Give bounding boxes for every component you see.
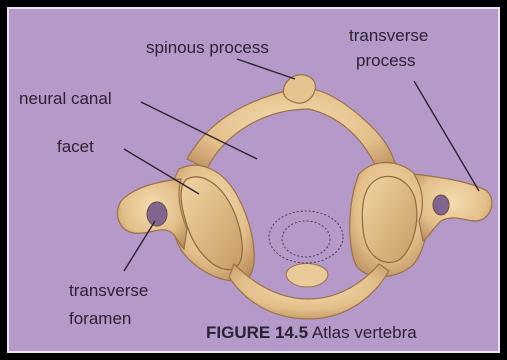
spinous-tubercle xyxy=(283,75,315,103)
right-transverse-foramen xyxy=(433,195,449,215)
anterior-tubercle xyxy=(286,264,328,288)
label-neural-canal: neural canal xyxy=(19,89,112,109)
figure-title: Atlas vertebra xyxy=(312,323,417,342)
label-transverse-foramen-line1: transverse xyxy=(69,281,148,301)
dens-outline-inner xyxy=(282,221,330,257)
label-spinous-process: spinous process xyxy=(146,38,269,58)
right-facet xyxy=(362,176,416,262)
dens-outline-outer xyxy=(269,211,343,263)
leader-transverse-process xyxy=(414,81,479,191)
figure-number: FIGURE 14.5 xyxy=(206,323,308,342)
label-transverse-process-line1: transverse xyxy=(349,26,428,46)
label-transverse-process-line2: process xyxy=(356,51,416,71)
leader-spinous-process xyxy=(237,59,295,79)
figure-caption: FIGURE 14.5 Atlas vertebra xyxy=(206,323,417,343)
atlas-vertebra-illustration xyxy=(9,9,500,353)
left-transverse-foramen xyxy=(147,202,167,226)
figure-panel: spinous process transverse process neura… xyxy=(7,7,500,353)
label-facet: facet xyxy=(57,137,94,157)
label-transverse-foramen-line2: foramen xyxy=(69,309,131,329)
right-transverse-process xyxy=(414,174,492,241)
